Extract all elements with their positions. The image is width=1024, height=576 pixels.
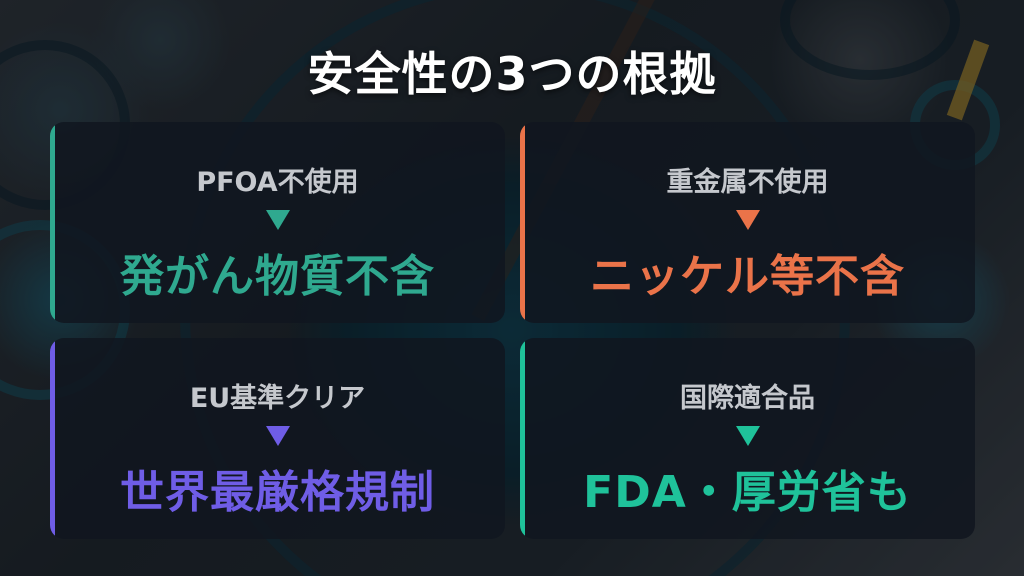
reason-card-eu-standard: EU基準クリア 世界最厳格規制: [50, 338, 505, 539]
card-accent-bar: [50, 338, 55, 539]
card-accent-bar: [520, 122, 525, 323]
down-triangle-icon: [735, 210, 760, 230]
reason-card-pfoa: PFOA不使用 発がん物質不含: [50, 122, 505, 323]
card-value: 発がん物質不含: [120, 251, 435, 302]
card-label: 重金属不使用: [666, 167, 829, 198]
slide-title: 安全性の3つの根拠: [307, 47, 717, 101]
down-triangle-icon: [265, 426, 290, 446]
card-value: 世界最厳格規制: [120, 467, 435, 518]
card-accent-bar: [520, 338, 525, 539]
card-label: EU基準クリア: [189, 383, 366, 414]
down-triangle-icon: [735, 426, 760, 446]
card-value: ニッケル等不含: [590, 251, 905, 302]
card-label: 国際適合品: [680, 383, 815, 414]
card-value: FDA・厚労省も: [583, 467, 912, 518]
down-triangle-icon: [265, 210, 290, 230]
card-accent-bar: [50, 122, 55, 323]
card-label: PFOA不使用: [196, 167, 359, 198]
reason-card-international: 国際適合品 FDA・厚労省も: [520, 338, 975, 539]
reason-card-heavy-metal: 重金属不使用 ニッケル等不含: [520, 122, 975, 323]
